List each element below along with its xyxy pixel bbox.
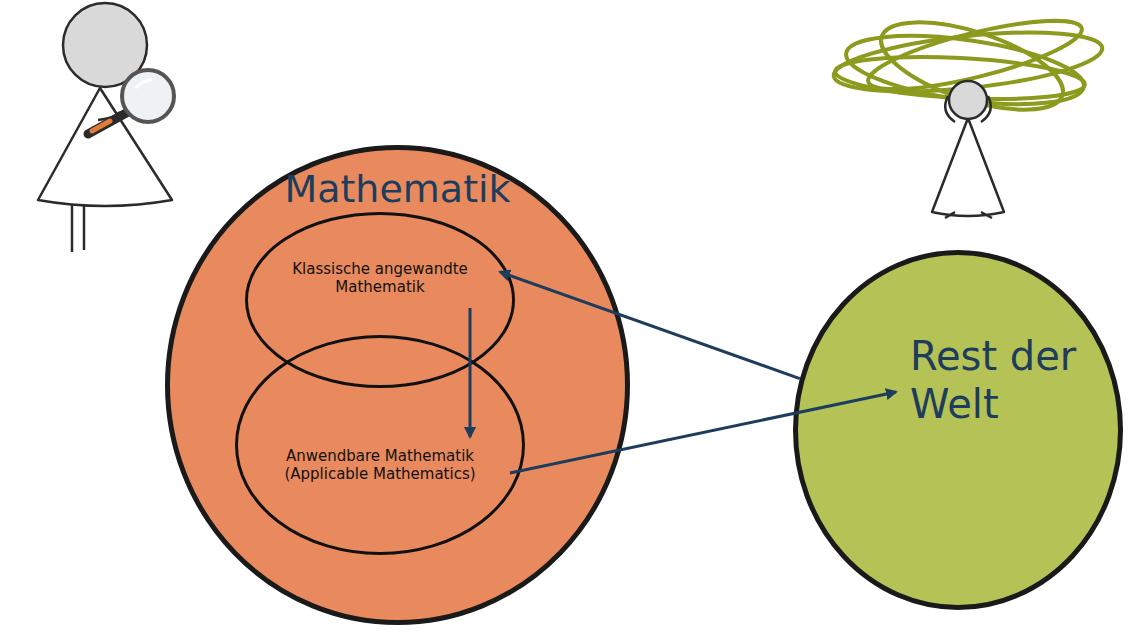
ellipse-outline bbox=[245, 212, 515, 388]
rest-of-world-circle: Rest der Welt bbox=[793, 250, 1123, 610]
node-label: Klassische angewandte Mathematik bbox=[270, 260, 490, 296]
mathematics-region: MathematikKlassische angewandte Mathemat… bbox=[165, 145, 630, 625]
ellipse-outline bbox=[793, 250, 1123, 610]
investigator-figure bbox=[38, 3, 174, 252]
ellipse-outline bbox=[235, 335, 525, 555]
region-title: Mathematik bbox=[248, 167, 548, 213]
ellipse-outline bbox=[165, 145, 630, 625]
applicable-ellipse: Anwendbare Mathematik (Applicable Mathem… bbox=[235, 335, 525, 555]
confused-figure bbox=[831, 4, 1105, 218]
node-label: Anwendbare Mathematik (Applicable Mathem… bbox=[260, 447, 500, 483]
node-label: Rest der Welt bbox=[910, 332, 1110, 428]
classical-applied-ellipse: Klassische angewandte Mathematik bbox=[245, 212, 515, 388]
